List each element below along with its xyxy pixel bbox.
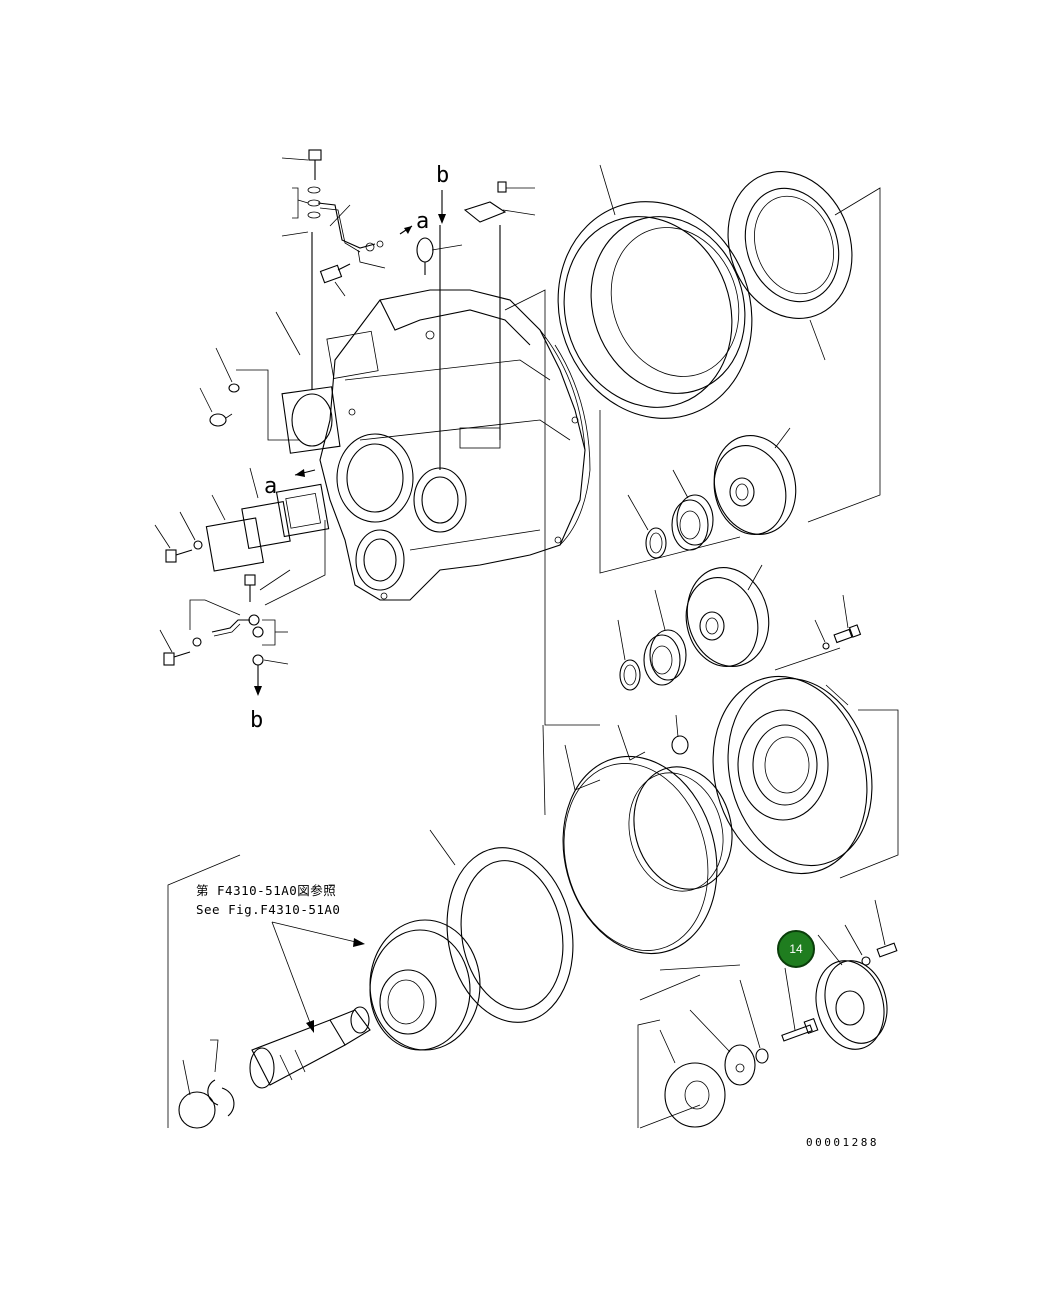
bottom-right-parts (637, 899, 898, 1129)
reference-arrows (254, 190, 446, 696)
ref-label-b-bottom: b (250, 708, 263, 733)
transmission-housing (281, 289, 591, 601)
clutch-rings (429, 724, 733, 1023)
clutch-housing (542, 675, 899, 879)
document-number: 00001288 (806, 1136, 879, 1149)
top-left-fittings (281, 149, 463, 390)
note-japanese: 第 F4310-51A0図参照 (196, 883, 336, 898)
note-english: See Fig.F4310-51A0 (196, 902, 340, 917)
bearings-and-gears (599, 410, 841, 691)
retainer-bolts (814, 594, 862, 650)
callout-part-14[interactable]: 14 (777, 930, 815, 968)
left-bolts-and-covers (154, 311, 330, 666)
flange-and-shaft (167, 854, 481, 1129)
ref-label-a-top: a (416, 209, 429, 234)
ref-label-a-left: a (264, 474, 277, 499)
ring-gear-and-clutch-disc (557, 164, 881, 523)
ref-label-b-top: b (436, 163, 449, 188)
callout-label: 14 (789, 942, 803, 956)
cover-plate-top (463, 181, 600, 726)
